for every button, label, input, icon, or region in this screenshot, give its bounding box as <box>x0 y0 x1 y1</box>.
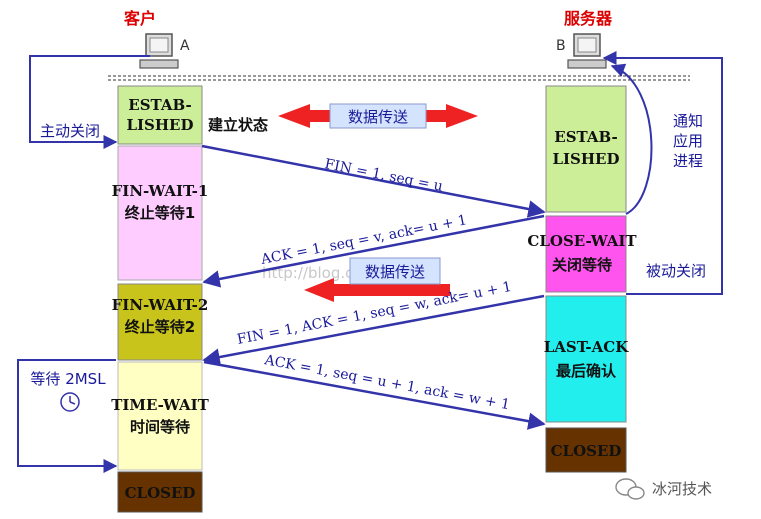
client-established-box <box>117 85 203 145</box>
client-title: 客户 <box>124 9 156 28</box>
server-established-line2: LISHED <box>552 150 619 168</box>
brand-label: 冰河技术 <box>652 480 712 498</box>
server-label: B <box>556 38 566 54</box>
fin-wait-2-en: FIN-WAIT-2 <box>112 296 209 314</box>
message-4-label: ACK = 1, seq = u + 1, ack = w + 1 <box>262 352 511 413</box>
server-title: 服务器 <box>564 9 613 28</box>
time-wait-en: TIME-WAIT <box>111 396 209 414</box>
time-wait-cn: 时间等待 <box>130 418 190 436</box>
client-time-wait-box <box>117 361 203 471</box>
notify-app-line3: 进程 <box>673 152 703 170</box>
server-computer-icon <box>567 33 607 69</box>
last-ack-en: LAST-ACK <box>544 338 629 356</box>
server-closed-label: CLOSED <box>551 442 622 460</box>
fin-wait-1-en: FIN-WAIT-1 <box>112 182 209 200</box>
close-wait-en: CLOSE-WAIT <box>527 232 637 250</box>
fin-wait-2-cn: 终止等待2 <box>125 318 195 336</box>
client-computer-icon <box>139 33 179 69</box>
established-cn-label: 建立状态 <box>208 116 268 134</box>
clock-icon <box>60 392 80 412</box>
active-close-connector <box>29 55 150 149</box>
fin-wait-1-cn: 终止等待1 <box>125 204 195 222</box>
server-established-box <box>545 85 627 213</box>
fin-arrow-1 <box>201 144 546 218</box>
client-closed-label: CLOSED <box>125 484 196 502</box>
client-label: A <box>180 38 190 54</box>
close-wait-cn: 关闭等待 <box>552 256 612 274</box>
client-established-line1: ESTAB- <box>128 96 191 114</box>
client-established-line2: LISHED <box>126 116 193 134</box>
fin-arrow-3 <box>202 294 545 366</box>
client-fin-wait-2-box <box>117 283 203 361</box>
server-closed-box <box>545 427 627 473</box>
ack-arrow-4 <box>203 360 546 430</box>
last-ack-cn: 最后确认 <box>556 362 617 380</box>
notify-app-line2: 应用 <box>673 132 703 150</box>
server-close-wait-box <box>545 215 627 293</box>
data-transfer-label-2: 数据传送 <box>365 263 425 281</box>
server-last-ack-box <box>545 295 627 423</box>
message-1-label: FIN = 1, seq = u <box>323 156 444 195</box>
server-established-line1: ESTAB- <box>554 128 617 146</box>
active-close-label: 主动关闭 <box>40 122 100 140</box>
data-transfer-label-1: 数据传送 <box>348 108 408 126</box>
wait-2msl-label: 等待 2MSL <box>30 370 106 388</box>
passive-close-connector <box>602 51 723 295</box>
wait-2msl-connector <box>17 359 118 473</box>
data-transfer-arrow-2 <box>304 257 450 302</box>
wechat-icon <box>615 478 645 500</box>
client-closed-box <box>117 471 203 513</box>
ack-arrow-2 <box>202 214 545 288</box>
data-transfer-arrow-1 <box>278 103 478 129</box>
notify-app-connector <box>610 63 653 215</box>
notify-app-line1: 通知 <box>673 112 703 130</box>
passive-close-label: 被动关闭 <box>646 262 706 280</box>
client-fin-wait-1-box <box>117 145 203 281</box>
